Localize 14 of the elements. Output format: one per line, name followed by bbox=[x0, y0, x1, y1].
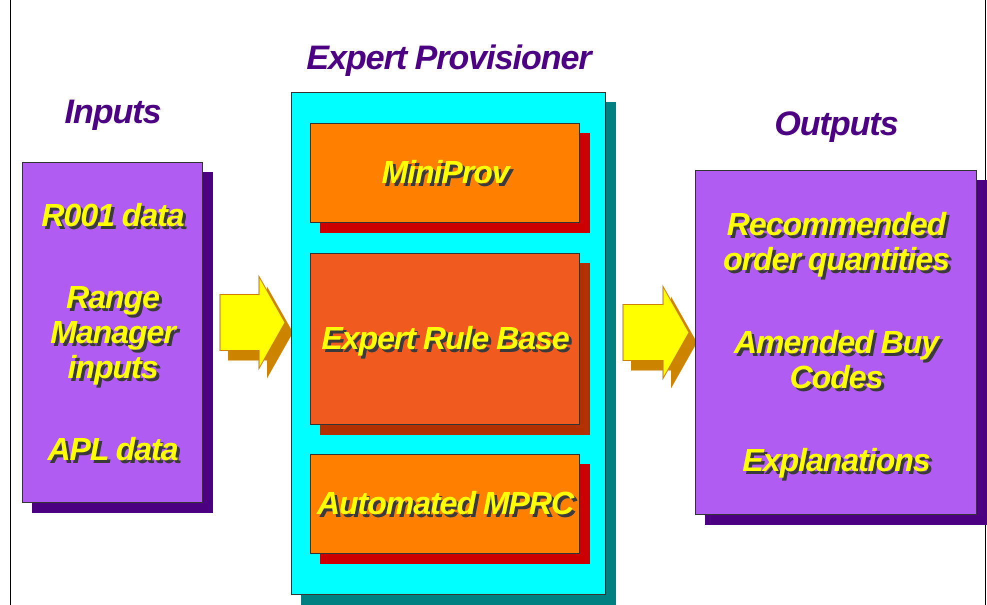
panel-heading: Expert Provisioner bbox=[306, 38, 591, 79]
block-arrow bbox=[220, 274, 293, 378]
item-text: R001 data bbox=[40, 198, 185, 234]
item-text: Recommended order quantities bbox=[722, 206, 950, 278]
item-text: Amended Buy Codes bbox=[732, 324, 941, 396]
panel-heading: Outputs bbox=[774, 104, 898, 145]
item-text: Explanations bbox=[741, 442, 931, 478]
panel-heading: Inputs bbox=[64, 92, 160, 133]
item-text: APL data bbox=[46, 432, 179, 467]
item-text: Automated MPRC bbox=[315, 486, 575, 522]
item-text: Range Manager inputs bbox=[49, 280, 178, 386]
block-arrow bbox=[622, 284, 697, 388]
item-text: MiniProv bbox=[380, 155, 512, 191]
item-text: Expert Rule Base bbox=[320, 321, 570, 357]
